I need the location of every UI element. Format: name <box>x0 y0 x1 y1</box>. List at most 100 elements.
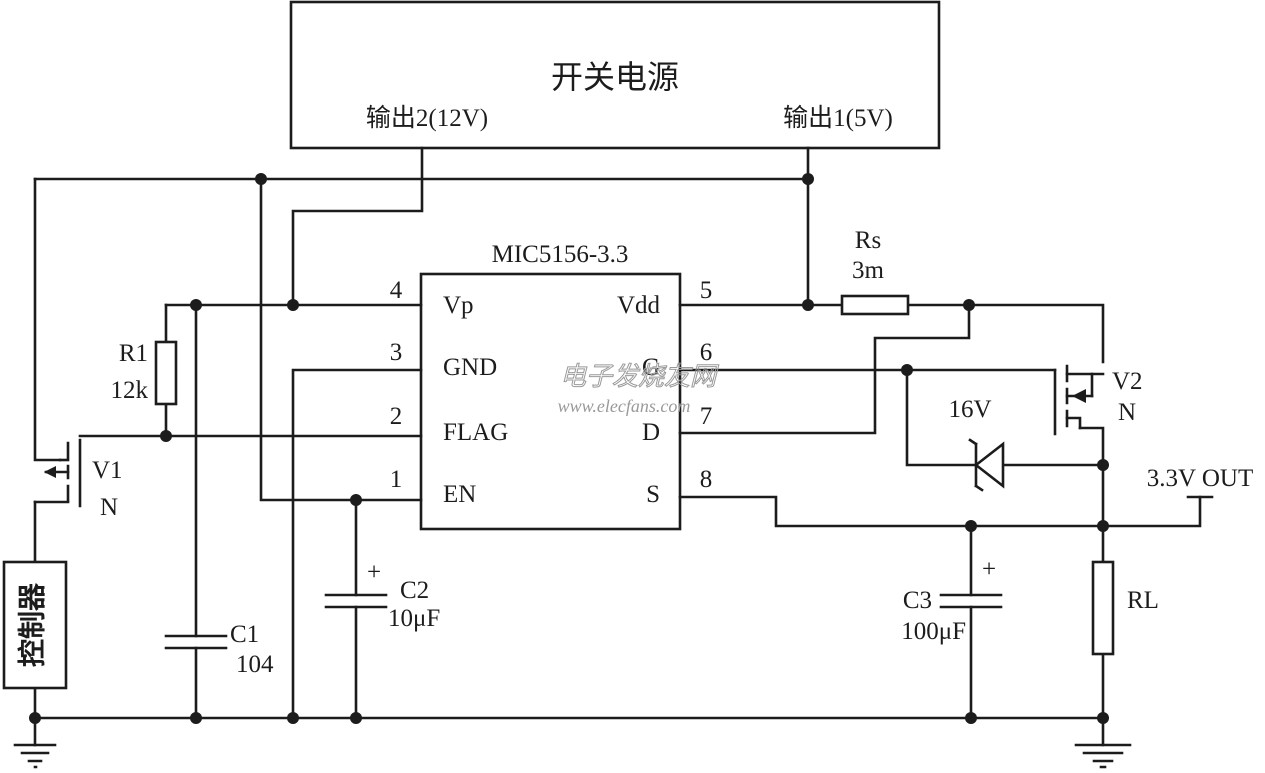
junction-dot <box>965 712 977 724</box>
zener-diode: 16V <box>948 396 1005 492</box>
c3-plates <box>939 593 1003 609</box>
pin-label-en: EN <box>443 481 476 508</box>
controller-box <box>2 560 68 690</box>
v1-arrow-icon <box>44 466 56 478</box>
pin-label-flag: FLAG <box>443 419 508 446</box>
c2-plus: + <box>367 559 381 586</box>
controller-block: 控制器 <box>2 560 68 690</box>
c1-name: C1 <box>230 621 259 648</box>
r1-name: R1 <box>119 340 148 367</box>
wire-output2-12v <box>291 146 424 307</box>
pin-number-4: 4 <box>390 277 403 304</box>
ground-icon <box>13 743 57 769</box>
v2-arrow-icon <box>1072 389 1086 403</box>
pin-number-1: 1 <box>390 466 403 493</box>
rl-body <box>1091 560 1115 656</box>
power-supply-title: 开关电源 <box>551 59 679 95</box>
controller-label: 控制器 <box>16 582 48 667</box>
pin-number-6: 6 <box>700 339 713 366</box>
junction-dot <box>190 712 202 724</box>
c3-value: 100μF <box>901 618 966 645</box>
watermark-cn: 电子发烧友网 <box>560 362 719 391</box>
junction-dot <box>1097 459 1109 471</box>
zener-value: 16V <box>948 396 991 423</box>
junction-dot <box>1097 520 1109 532</box>
rl-name: RL <box>1127 587 1159 614</box>
output-terminal: 3.3V OUT <box>1147 465 1253 499</box>
pin-number-7: 7 <box>700 403 713 430</box>
ground-symbol-right <box>1074 743 1132 769</box>
wire-zener-anode <box>905 368 978 467</box>
output2-label: 输出2(12V) <box>366 104 488 132</box>
c1-value: 104 <box>236 651 274 678</box>
c1-plates <box>164 634 228 650</box>
wire-5v-to-v1-drain <box>33 177 62 462</box>
capacitor-c2: + C2 10μF <box>324 559 440 632</box>
capacitor-c3: + C3 100μF <box>901 556 1003 645</box>
power-supply-box <box>289 0 941 150</box>
r1-body <box>154 340 178 406</box>
pin-label-g: G <box>642 354 660 381</box>
junction-dot <box>255 173 267 185</box>
junction-dot <box>802 173 814 185</box>
pin-number-3: 3 <box>390 339 403 366</box>
rs-value: 3m <box>852 257 885 284</box>
pin-number-2: 2 <box>390 403 403 430</box>
junction-dot <box>963 299 975 311</box>
rs-body <box>840 294 910 316</box>
ic-body <box>419 272 682 531</box>
resistor-r1: R1 12k <box>111 340 178 406</box>
zener-triangle <box>973 441 1005 489</box>
wire-v2-source <box>1078 426 1105 564</box>
v1-type: N <box>100 494 118 521</box>
pin-number-8: 8 <box>700 466 713 493</box>
junction-dot <box>350 494 362 506</box>
junction-dot <box>802 299 814 311</box>
junction-dot <box>190 299 202 311</box>
ground-icon <box>1074 743 1132 769</box>
junction-dot <box>1097 712 1109 724</box>
junction-dots <box>29 173 1109 724</box>
resistor-rs: Rs 3m <box>840 227 910 316</box>
ic-name: MIC5156-3.3 <box>492 241 629 268</box>
watermark-url: www.elecfans.com <box>558 396 691 416</box>
resistor-rl: RL <box>1091 560 1159 656</box>
wire-output-terminal <box>1101 495 1202 528</box>
junction-dot <box>901 364 913 376</box>
mosfet-v2: V2 N <box>1053 364 1143 436</box>
pin-label-s: S <box>646 481 660 508</box>
output1-label: 输出1(5V) <box>783 104 893 132</box>
junction-dot <box>160 430 172 442</box>
output-label: 3.3V OUT <box>1147 465 1253 492</box>
v2-source-lead <box>1065 416 1082 430</box>
wire-d-pin-sense <box>678 303 971 435</box>
zener-bar <box>968 438 984 492</box>
pin-label-d: D <box>642 419 660 446</box>
v2-name: V2 <box>1112 368 1143 395</box>
wire-gnd-pin <box>291 368 423 720</box>
c3-plus: + <box>982 556 996 583</box>
junction-dot <box>29 712 41 724</box>
v1-name: V1 <box>92 457 123 484</box>
mosfet-v1: V1 N <box>33 438 123 521</box>
rs-name: Rs <box>855 227 881 254</box>
pin-label-gnd: GND <box>443 354 497 381</box>
pin-number-5: 5 <box>700 277 713 304</box>
c2-name: C2 <box>400 577 429 604</box>
ground-symbol-left <box>13 743 57 769</box>
wire-s-pin <box>678 495 1105 528</box>
c2-plates <box>324 593 388 609</box>
watermark: 电子发烧友网 www.elecfans.com <box>558 362 720 417</box>
junction-dot <box>965 520 977 532</box>
c2-value: 10μF <box>388 605 440 632</box>
r1-value: 12k <box>111 377 149 404</box>
pin-label-vp: Vp <box>443 292 474 319</box>
capacitor-c1: C1 104 <box>164 621 274 678</box>
power-supply-block: 开关电源 输出2(12V) 输出1(5V) <box>289 0 941 150</box>
v2-type: N <box>1118 399 1136 426</box>
wire-5v-to-en <box>259 177 423 502</box>
junction-dot <box>287 712 299 724</box>
wire-rs-to-v2-drain <box>906 303 1105 364</box>
junction-dot <box>350 712 362 724</box>
